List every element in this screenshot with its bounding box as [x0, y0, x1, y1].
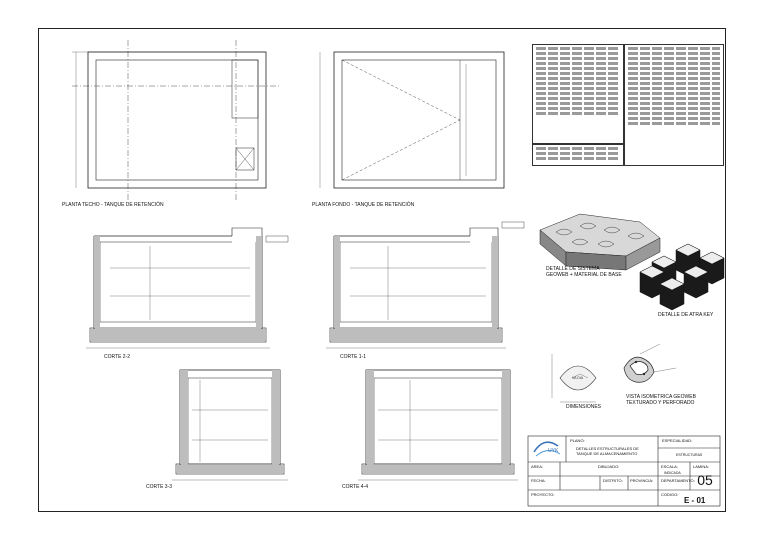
detail-geocell-title: DETALLE DE SISTEMA GEOWEB + MATERIAL DE …	[546, 266, 622, 278]
tb-distrito-label: DISTRITO:	[603, 478, 623, 483]
svg-text:UYK: UYK	[548, 448, 559, 454]
plan-roof-inner-wall	[95, 59, 259, 181]
notes-block-left	[532, 44, 624, 144]
section-11-title: CORTE 1-1	[340, 354, 367, 360]
tb-departamento-label: DEPARTAMENTO:	[661, 478, 695, 483]
detail-atrakey-title: DETALLE DE ATRA KEY	[658, 312, 714, 318]
tb-escala-value: INDICADA	[664, 471, 681, 475]
tb-especialidad-value: ESTRUCTURAS	[676, 453, 703, 457]
company-logo-mark: UYK	[533, 441, 561, 457]
sheet-frame	[38, 28, 726, 512]
isometric-title: VISTA ISOMETRICA GEOWEB TEXTURADO Y PERF…	[626, 394, 696, 406]
tb-plano-label: PLANO:	[570, 438, 585, 443]
section-44-title: CORTE 4-4	[342, 484, 369, 490]
notes-block-right	[624, 44, 724, 166]
tb-lamina-value: 05	[697, 472, 713, 488]
section-22-title: CORTE 2-2	[104, 354, 131, 360]
plan-bottom-outer-wall	[333, 51, 505, 189]
tb-codigo-value: E - 01	[684, 496, 706, 505]
section-33-title: CORTE 3-3	[146, 484, 173, 490]
section-44-walls	[365, 369, 511, 473]
plan-roof-title: PLANTA TECHO - TANQUE DE RETENCIÓN	[62, 202, 164, 208]
tb-especialidad-label: ESPECIALIDAD:	[662, 438, 693, 443]
tb-provincia-label: PROVINCIA:	[630, 478, 654, 483]
tb-lamina-label: LAMINA:	[693, 464, 710, 469]
tb-codigo-label: CODIGO:	[661, 492, 679, 497]
tb-plano-value: DETALLES ESTRUCTURALES DE TANQUE DE ALMA…	[576, 446, 639, 456]
tb-fecha-label: FECHA:	[531, 478, 546, 483]
title-block-frame	[527, 435, 721, 507]
tb-dibujado-label: DIBUJADO:	[598, 464, 620, 469]
plan-bottom-title: PLANTA FONDO - TANQUE DE RETENCIÓN	[312, 202, 415, 208]
tb-area-label: AREA:	[531, 464, 544, 469]
section-22-walls	[93, 236, 263, 335]
tb-escala-label: ESCALA:	[661, 464, 678, 469]
section-11-walls	[333, 236, 499, 335]
section-33-walls	[179, 369, 281, 473]
dimensions-title: DIMENSIONES	[566, 404, 602, 410]
notes-block-middle	[532, 144, 624, 166]
tb-proyecto-label: PROYECTO:	[531, 492, 555, 497]
dims-cell-label: VA DIA	[572, 376, 584, 380]
plan-roof-outer-wall	[87, 51, 267, 189]
